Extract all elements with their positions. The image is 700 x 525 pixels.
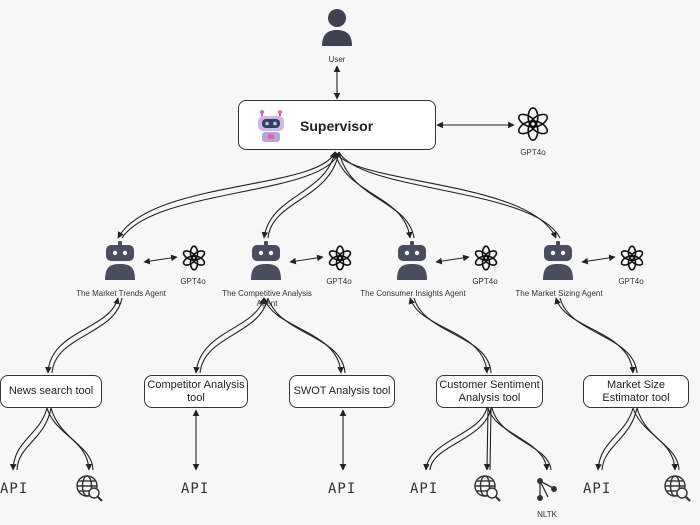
agent4-gpt-arrow: [581, 254, 616, 265]
tool1-api-arrow: [9, 407, 48, 471]
globe-search-icon: [664, 475, 691, 502]
api-label: API: [583, 481, 612, 497]
robot-icon: [543, 241, 573, 280]
supervisor-agent2-arrow: [261, 151, 337, 239]
user-icon: [322, 9, 352, 46]
api-label: API: [410, 481, 439, 497]
agent4-llm-label: GPT4o: [618, 277, 644, 286]
nltk-label: NLTK: [537, 510, 557, 519]
agent2-llm-label: GPT4o: [326, 277, 352, 286]
agent2-gpt-arrow: [289, 254, 324, 265]
agent2-tool2-arrow: [193, 297, 266, 374]
tool5-web-arrow: [632, 407, 679, 471]
robot-icon: [397, 241, 427, 280]
agent1-gpt-arrow: [143, 254, 178, 265]
robot-emoji-icon: [258, 110, 284, 142]
api-label: API: [181, 481, 210, 497]
openai-logo-icon: [517, 107, 549, 141]
agent-label-market-sizing: The Market Sizing Agent: [515, 289, 603, 298]
agent3-llm-label: GPT4o: [472, 277, 498, 286]
openai-logo-icon: [620, 245, 644, 271]
openai-logo-icon: [328, 245, 352, 271]
tool4-api-arrow: [423, 407, 488, 471]
api-label: API: [0, 481, 29, 497]
tool4-nltk-arrow: [487, 407, 550, 471]
agent-label-competitive-analysis: The Competitive Analysis Agent: [222, 289, 312, 308]
tool5-api-arrow: [595, 407, 634, 471]
api-label: API: [328, 481, 357, 497]
agent1-tool1-arrow: [44, 297, 120, 374]
agent-label-consumer-insights: The Consumer Insights Agent: [360, 289, 466, 298]
agent-label-market-trends: The Market Trends Agent: [76, 289, 166, 298]
openai-logo-icon: [182, 245, 206, 271]
supervisor-agent4-arrow: [334, 151, 557, 239]
tool-swot-analysis[interactable]: SWOT Analysis tool: [289, 375, 395, 408]
user-label: User: [328, 55, 346, 64]
tool-news-search[interactable]: News search tool: [0, 375, 102, 408]
tool1-web-arrow: [46, 407, 93, 471]
supervisor-node[interactable]: Supervisor: [238, 100, 436, 150]
openai-logo-icon: [474, 245, 498, 271]
robot-icon: [105, 241, 135, 280]
agent3-gpt-arrow: [435, 254, 470, 265]
supervisor-title: Supervisor: [300, 118, 374, 134]
agent3-tool4-arrow: [408, 297, 491, 374]
tool-market-size-estimator[interactable]: Market Size Estimator tool: [583, 375, 689, 408]
agent2-tool3-arrow: [262, 297, 344, 374]
tool4-web-arrow: [483, 407, 491, 471]
supervisor-llm-label: GPT4o: [520, 148, 546, 157]
globe-search-icon: [474, 475, 501, 502]
agent1-llm-label: GPT4o: [180, 277, 206, 286]
tool-competitor-analysis[interactable]: Competitor Analysis tool: [144, 375, 248, 408]
tool-customer-sentiment[interactable]: Customer Sentiment Analysis tool: [436, 375, 543, 408]
agent4-tool5-arrow: [554, 297, 636, 374]
globe-search-icon: [76, 475, 103, 502]
robot-icon: [251, 241, 281, 280]
nltk-graph-icon: [537, 478, 557, 501]
